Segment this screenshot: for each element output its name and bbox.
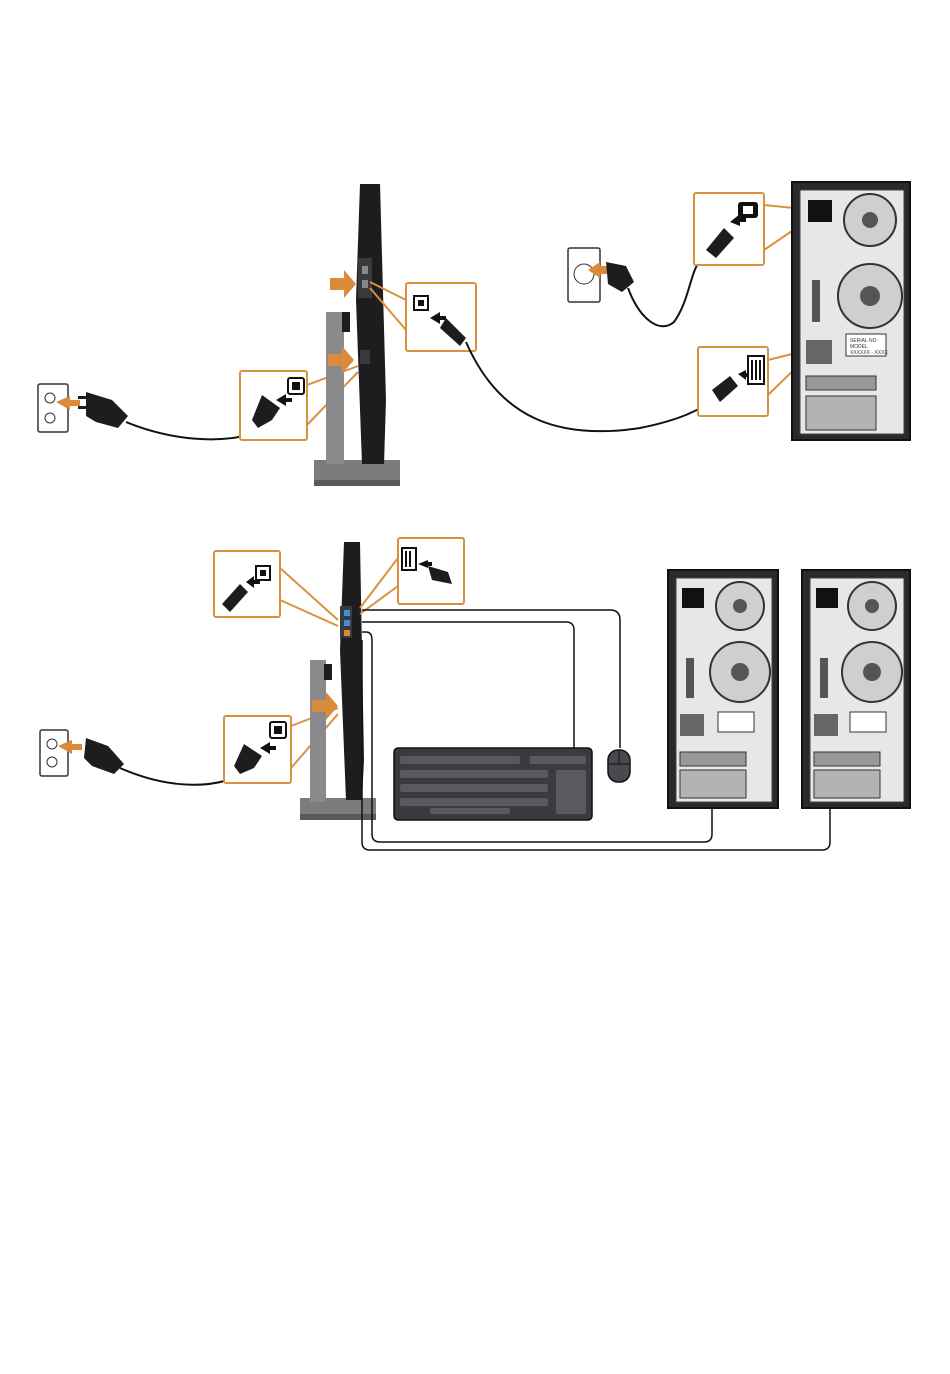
top-panel: SERIAL NO MODEL XXXXXX - XXXX — [38, 182, 910, 486]
monitor-side-view — [314, 184, 400, 486]
bottom-panel — [40, 538, 910, 850]
power-plug-icon-2 — [84, 738, 124, 774]
mouse-icon — [608, 750, 630, 782]
eu-plug-icon — [606, 262, 634, 292]
power-plug-icon — [78, 392, 128, 428]
usb-cable — [466, 342, 716, 431]
monitor-side-view-2 — [300, 542, 376, 820]
usb-port-arrow-icon — [330, 270, 356, 298]
usb-b-callout — [214, 551, 280, 617]
computer-tower-rear: SERIAL NO MODEL XXXXXX - XXXX — [792, 182, 910, 440]
wall-outlet-eu-icon — [568, 248, 600, 302]
usb-b-leader — [280, 568, 338, 626]
computer-tower-rear-1 — [668, 570, 778, 808]
usb-a-leader — [360, 558, 398, 614]
wall-outlet-icon — [38, 384, 68, 432]
computer-tower-rear-2 — [802, 570, 910, 808]
mouse-cable — [362, 610, 620, 748]
keyboard-cable — [362, 622, 574, 748]
computer-power-cable — [628, 258, 702, 326]
wall-outlet-icon-2 — [40, 730, 68, 776]
keyboard-icon — [394, 748, 592, 820]
tower-label-line-3: XXXXXX - XXXX — [850, 350, 888, 356]
